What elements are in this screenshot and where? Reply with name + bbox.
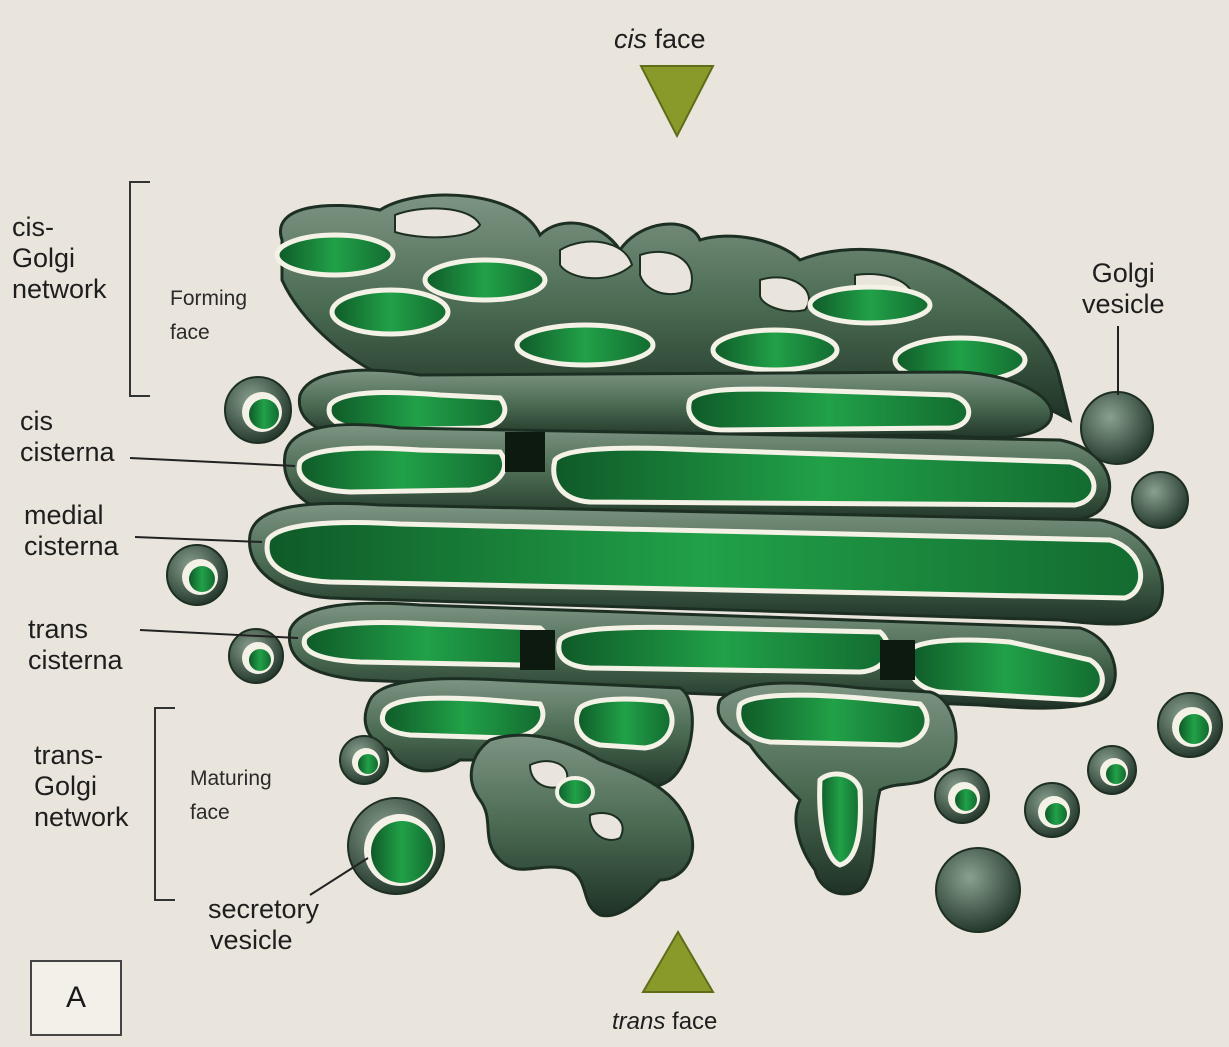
golgi-vesicle-line-2: vesicle xyxy=(1082,289,1165,320)
golgi-vesicle-line-1: Golgi xyxy=(1082,258,1165,289)
cis-face-word-2: face xyxy=(655,24,706,54)
cis-golgi-network-line-1: cis- xyxy=(12,212,107,243)
cis-cisterna-line-2: cisterna xyxy=(20,437,115,468)
trans-cisterna-label: trans cisterna xyxy=(28,614,123,676)
secretory-vesicle-line-1: secretory xyxy=(208,894,319,925)
trans-golgi-network-body xyxy=(365,679,956,916)
golgi-vesicle-shape xyxy=(1081,392,1153,464)
trans-golgi-network-line-3: network xyxy=(34,802,129,833)
trans-face-word-2: face xyxy=(672,1008,717,1035)
forming-face-line-1: Forming xyxy=(170,282,247,316)
cis-face-arrow xyxy=(641,66,713,136)
forming-face-line-2: face xyxy=(170,316,247,350)
trans-cisterna-line-2: cisterna xyxy=(28,645,123,676)
trans-face-label: trans face xyxy=(612,1006,717,1037)
trans-face-arrow xyxy=(643,932,713,992)
cis-face-word-1: cis xyxy=(614,24,647,54)
cis-cisterna-line-1: cis xyxy=(20,406,115,437)
medial-cisterna-label: medial cisterna xyxy=(24,500,119,562)
medial-cisterna-leader xyxy=(135,537,262,542)
trans-golgi-bracket xyxy=(155,708,175,900)
secretory-vesicle-label: secretory vesicle xyxy=(208,894,319,956)
medial-cisterna-line-1: medial xyxy=(24,500,119,531)
secretory-vesicle-line-2: vesicle xyxy=(208,925,319,956)
cis-golgi-bracket xyxy=(130,182,150,396)
golgi-vesicle-label: Golgi vesicle xyxy=(1082,258,1165,320)
cis-face-label: cis face xyxy=(614,24,706,55)
trans-golgi-network-line-2: Golgi xyxy=(34,771,129,802)
panel-label-a: A xyxy=(30,960,122,1036)
cis-cisterna-leader xyxy=(130,458,295,466)
trans-face-word-1: trans xyxy=(612,1008,665,1035)
trans-cisterna-line-1: trans xyxy=(28,614,123,645)
trans-cisterna-leader xyxy=(140,630,298,638)
trans-golgi-network-line-1: trans- xyxy=(34,740,129,771)
cisternae-stack xyxy=(250,370,1163,708)
medial-cisterna-line-2: cisterna xyxy=(24,531,119,562)
cis-golgi-network-line-3: network xyxy=(12,274,107,305)
maturing-face-line-1: Maturing xyxy=(190,762,272,796)
maturing-face-label: Maturing face xyxy=(190,762,272,830)
cis-golgi-network-line-2: Golgi xyxy=(12,243,107,274)
secretory-vesicle-shape xyxy=(348,798,444,894)
cis-cisterna-label: cis cisterna xyxy=(20,406,115,468)
trans-golgi-network-label: trans- Golgi network xyxy=(34,740,129,833)
maturing-face-line-2: face xyxy=(190,796,272,830)
cis-golgi-network-label: cis- Golgi network xyxy=(12,212,107,305)
forming-face-label: Forming face xyxy=(170,282,247,350)
